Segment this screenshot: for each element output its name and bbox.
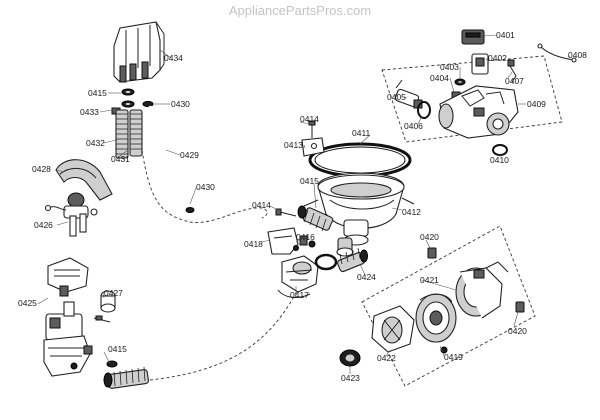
hose-0429 [148,105,195,213]
hose-0424 [337,247,368,273]
label-0411: 0411 [352,128,371,138]
water-valve-0426 [44,192,98,237]
label-0415: 0415 [300,176,319,186]
label-0407: 0407 [505,76,524,86]
label-0403: 0403 [440,62,459,72]
label-0430: 0430 [196,182,215,192]
sensor-0405 [394,79,423,109]
pump-housing-0419 [415,293,457,354]
hose-clamps-0415-0433 [111,88,154,115]
label-0420: 0420 [420,232,439,242]
heater-body-0409 [438,85,519,139]
bracket-0418 [267,227,299,255]
drain-hose-route-lower [149,265,305,381]
clamp-0410 [492,144,508,156]
hose-0415-lower [103,360,149,389]
label-0414: 0414 [252,200,271,210]
drain-pump-0417 [277,255,319,298]
sump-0412 [303,172,415,257]
grommet-0423 [339,349,361,367]
clamp-0416 [299,235,316,248]
relay-0401 [461,29,485,45]
label-0418: 0418 [244,239,263,249]
seal-ring-0417 [314,253,338,271]
hose-0415-center [297,205,334,232]
label-0430: 0430 [171,99,190,109]
label-0423: 0423 [341,373,360,383]
label-0408: 0408 [568,50,587,60]
screw-0414-mid [275,208,297,217]
label-0432: 0432 [86,138,105,148]
clip-0407 [507,59,517,83]
label-0426: 0426 [34,220,53,230]
watermark: AppliancePartsPros.com [228,3,372,18]
label-0434: 0434 [164,53,183,63]
label-0406: 0406 [404,121,423,131]
label-0422: 0422 [377,353,396,363]
label-0413: 0413 [284,140,303,150]
impeller-0422 [371,305,415,353]
ring-0406 [417,101,431,119]
hose-0431 [129,109,143,157]
switch-0402 [471,53,489,75]
label-0412: 0412 [402,207,421,217]
dispenser-assembly-0425 [43,257,93,377]
label-0424: 0424 [357,272,376,282]
bracket-0413 [301,137,325,157]
label-0416: 0416 [296,232,315,242]
label-0419: 0419 [444,352,463,362]
clips-0420 [427,247,525,313]
heater-parts-0403-0404 [451,78,466,99]
label-0402: 0402 [488,53,507,63]
hose-0432 [115,109,129,159]
label-0410: 0410 [490,155,509,165]
label-0427: 0427 [104,288,123,298]
pressure-switch-0427 [93,290,116,323]
label-0428: 0428 [32,164,51,174]
label-0425: 0425 [18,298,37,308]
screw-0414-top [308,120,316,138]
label-0417: 0417 [290,290,309,300]
label-0421: 0421 [420,275,439,285]
label-0431: 0431 [111,154,130,164]
label-0409: 0409 [527,99,546,109]
label-0415: 0415 [88,88,107,98]
label-0414: 0414 [300,114,319,124]
label-0415: 0415 [108,344,127,354]
label-0433: 0433 [80,107,99,117]
pump-assembly-group-outline [361,225,536,387]
label-0420: 0420 [508,326,527,336]
cover-0428 [55,159,113,201]
wire-0408 [537,43,577,63]
pump-motor-0421 [455,261,509,319]
air-break-bracket-0434 [113,21,165,83]
part-labels: 0434 0415 0433 0432 0431 0430 0429 0430 … [18,30,587,383]
label-0405: 0405 [387,92,406,102]
label-0401: 0401 [496,30,515,40]
heater-assembly-group-outline [381,55,563,143]
leader-lines [37,34,571,374]
label-0429: 0429 [180,150,199,160]
sump-seal-0411 [308,142,412,178]
label-0404: 0404 [430,73,449,83]
drain-hose-route [141,149,268,223]
